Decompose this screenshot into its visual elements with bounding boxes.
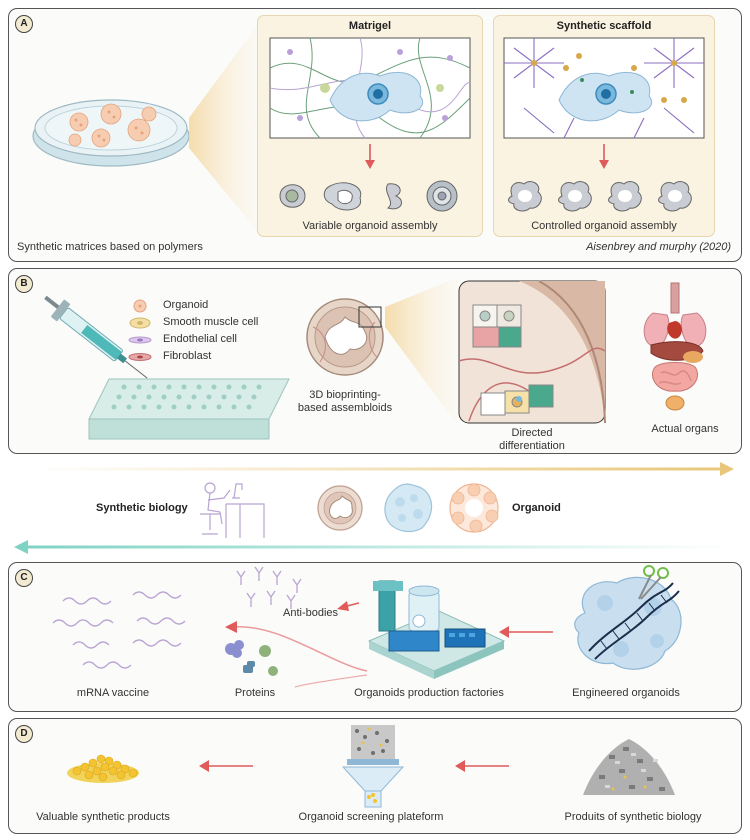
proteins-label: Proteins xyxy=(234,687,276,699)
panel-a-footer-left: Synthetic matrices based on polymers xyxy=(17,241,203,253)
valuable-products-label: Valuable synthetic products xyxy=(36,811,170,823)
panel-d-badge: D xyxy=(15,725,33,743)
panel-a: A Matrigel xyxy=(8,8,742,262)
cell-legend: Organoid Smooth muscle cell Endothelial … xyxy=(128,299,299,379)
antibodies-label: Anti-bodies xyxy=(283,607,339,619)
matrigel-subpanel: Matrigel xyxy=(257,15,483,237)
assembloid-label: 3D bioprinting- based assembloids xyxy=(298,389,392,415)
scientist-at-microscope-icon xyxy=(200,482,265,538)
variable-organoids xyxy=(279,180,458,212)
antibody-icons xyxy=(236,566,302,609)
red-arrow-to-products xyxy=(199,760,253,772)
matrigel-title: Matrigel xyxy=(348,20,392,32)
red-arrow-to-factory xyxy=(499,626,553,638)
legend-smooth-muscle-cell: Smooth muscle cell xyxy=(163,316,259,328)
panel-a-badge: A xyxy=(15,15,33,33)
panel-a-footer-right: Aisenbrey and murphy (2020) xyxy=(586,241,731,253)
production-factory-illustration xyxy=(367,580,506,679)
raw-products-pile xyxy=(583,739,675,795)
down-arrow-matrigel xyxy=(365,144,375,169)
assembloid-label-text: 3D bioprinting- based assembloids xyxy=(297,389,393,414)
synthetic-caption: Controlled organoid assembly xyxy=(531,220,677,232)
screening-platform-label: Organoid screening plateform xyxy=(298,811,444,823)
panel-b-badge: B xyxy=(15,275,33,293)
fibroblast-icon xyxy=(128,353,152,361)
produits-label: Produits of synthetic biology xyxy=(564,811,702,823)
organoid-sphere-peach xyxy=(449,483,499,533)
organs-label: Actual organs xyxy=(651,423,719,435)
zoom-beam-b xyxy=(385,277,459,427)
forward-gradient-arrow xyxy=(30,462,734,476)
engineered-organoid-illustration xyxy=(574,565,682,670)
organs-illustration xyxy=(643,282,707,411)
organoid-sphere-blue xyxy=(384,483,433,533)
syringe-wellplate-illustration xyxy=(44,295,290,440)
screening-funnel xyxy=(341,725,405,808)
backward-gradient-arrow xyxy=(14,540,734,554)
red-curve-arrows xyxy=(225,601,368,688)
differentiation-label-text: Directed differentiation xyxy=(499,427,565,452)
legend-endothelial-cell: Endothelial cell xyxy=(163,333,237,345)
panel-b: B Organoid Smooth muscle cell Endothelia… xyxy=(8,268,742,454)
mrna-strands xyxy=(52,591,186,669)
zoom-beam xyxy=(189,23,259,233)
smooth-muscle-cell-icon xyxy=(129,317,151,329)
differentiation-label: Directed differentiation xyxy=(499,427,565,453)
synthetic-scaffold-network xyxy=(503,37,705,139)
production-factories-label: Organoids production factories xyxy=(354,687,504,699)
organoid-label: Organoid xyxy=(512,502,561,514)
assembloid-sphere xyxy=(306,298,384,376)
endothelial-cell-icon xyxy=(128,336,152,344)
engineered-organoids-label: Engineered organoids xyxy=(572,687,680,699)
matrigel-network xyxy=(269,37,471,139)
matrigel-caption: Variable organoid assembly xyxy=(302,220,438,232)
organoid-legend-icon xyxy=(133,299,147,313)
synthetic-products-pile xyxy=(67,754,139,783)
differentiation-zoom xyxy=(458,280,606,424)
legend-organoid: Organoid xyxy=(163,299,209,311)
panel-c: C mRNA vaccine Anti-bodies Proteins xyxy=(8,562,742,712)
synthetic-scaffold-subpanel: Synthetic scaffold xyxy=(493,15,715,237)
synthetic-scaffold-title: Synthetic scaffold xyxy=(556,20,652,32)
protein-icons xyxy=(225,640,278,676)
red-arrow-to-screening xyxy=(455,760,509,772)
panel-d: D Valuable synthetic products Organoid s… xyxy=(8,718,742,834)
legend-fibroblast: Fibroblast xyxy=(163,350,212,362)
mrna-vaccine-label: mRNA vaccine xyxy=(76,687,150,699)
down-arrow-synthetic xyxy=(599,144,609,169)
organoid-sphere-pink xyxy=(317,485,363,531)
panel-c-badge: C xyxy=(15,569,33,587)
synthetic-biology-label: Synthetic biology xyxy=(96,502,188,514)
petri-dish-illustration xyxy=(32,99,190,167)
controlled-organoids xyxy=(508,181,692,212)
